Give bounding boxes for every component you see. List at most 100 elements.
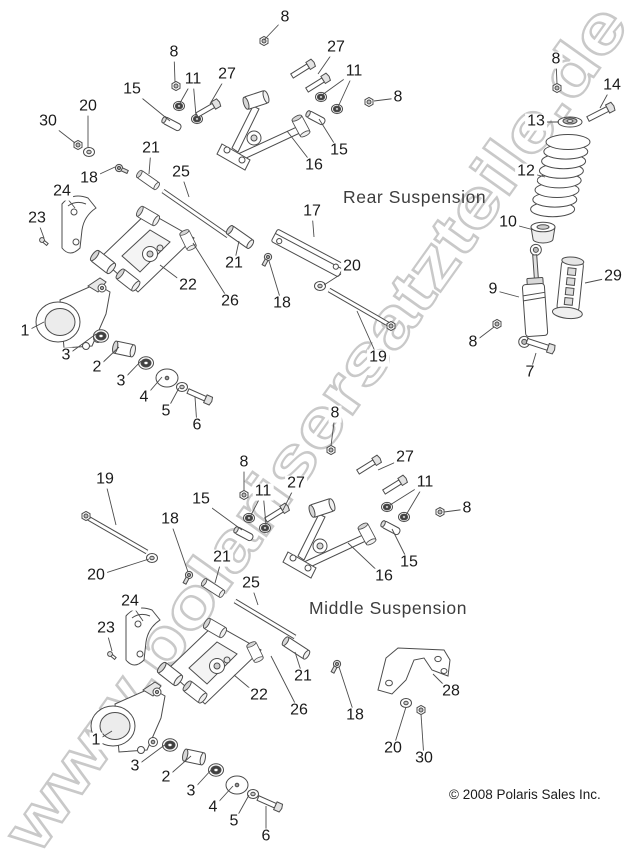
rear-sleeve-15-right	[304, 109, 327, 127]
callout-27-41: 27	[394, 448, 416, 467]
rear-bushing-11-right-a	[315, 91, 327, 103]
callout-26-60: 26	[288, 701, 310, 720]
rear-sleeve-21-b	[224, 223, 256, 251]
callout-18-19: 18	[271, 294, 293, 313]
callout-18-14: 18	[78, 169, 100, 188]
part-drawings	[35, 35, 617, 813]
rear-washer-20-right	[314, 281, 326, 291]
shock-nut-8-bottom	[492, 318, 502, 330]
mid-washer-4	[225, 775, 249, 795]
callout-6-39: 6	[190, 416, 204, 435]
leader-line-18-48	[169, 519, 189, 573]
callout-20-52: 20	[85, 566, 107, 585]
callout-16-53: 16	[373, 567, 395, 586]
leader-line-26-22	[192, 242, 231, 303]
mid-rod-nut	[81, 510, 91, 522]
callout-21-49: 21	[211, 548, 233, 567]
callout-11-8: 11	[343, 62, 365, 81]
mid-bushing-11-right-a	[381, 501, 393, 513]
spring-retainer-13	[557, 116, 583, 128]
callout-22-21: 22	[177, 276, 199, 295]
callout-8-46: 8	[237, 453, 251, 472]
callout-29-27: 29	[602, 267, 624, 286]
rear-screw-18-b	[259, 251, 274, 268]
mid-nut-8-top	[326, 444, 336, 456]
callout-3-34: 3	[59, 346, 73, 365]
rear-pivot-rod-25	[161, 188, 230, 239]
mid-bracket-28	[377, 647, 451, 695]
callout-8-32: 8	[549, 50, 563, 69]
rear-section-label: Rear Suspension	[343, 187, 487, 207]
callout-19-23: 19	[367, 348, 389, 367]
mid-nut-8-right	[435, 506, 445, 518]
rear-bushing-3-a	[93, 329, 109, 343]
callout-27-2: 27	[216, 65, 238, 84]
callout-10-28: 10	[497, 213, 519, 232]
rear-bushing-11-right-b	[331, 103, 343, 115]
callout-24-55: 24	[119, 592, 141, 611]
callout-12-29: 12	[515, 162, 537, 181]
callout-26-22: 26	[219, 292, 241, 311]
mid-washer-5	[247, 789, 259, 799]
coil-spring-12	[530, 134, 591, 218]
mid-bolt-6	[255, 793, 284, 813]
rear-washer-20-left	[83, 147, 95, 157]
callout-7-25: 7	[523, 363, 537, 382]
callout-21-12: 21	[140, 139, 162, 158]
mid-pivot-rod-25	[233, 598, 297, 640]
shock-bolt-7	[525, 336, 557, 355]
callout-2-35: 2	[90, 358, 104, 377]
callout-5-38: 5	[159, 402, 173, 421]
callout-8-9: 8	[391, 88, 405, 107]
callout-4-37: 4	[137, 388, 151, 407]
callout-13-30: 13	[525, 112, 547, 131]
callout-1-33: 1	[18, 322, 32, 341]
spring-retainer-10	[530, 221, 556, 244]
rear-nut-8-top	[259, 35, 269, 47]
callout-20-20: 20	[341, 257, 363, 276]
rear-brace-17	[271, 229, 345, 277]
mid-rod-19	[86, 515, 149, 555]
rear-bolt-27-left	[194, 97, 223, 120]
rear-bushing-11-left-a	[173, 100, 185, 112]
mid-washer-20-bottom	[400, 698, 412, 708]
rear-bolt-6	[185, 386, 214, 406]
callout-8-43: 8	[460, 499, 474, 518]
rear-rod-19	[327, 287, 390, 327]
callout-11-3: 11	[182, 70, 204, 89]
callout-17-17: 17	[301, 202, 323, 221]
callout-15-10: 15	[328, 141, 350, 160]
rear-bushing-3-b	[138, 356, 154, 370]
rear-nut-8-left	[171, 80, 181, 92]
callout-23-56: 23	[95, 619, 117, 638]
callout-2-66: 2	[159, 768, 173, 787]
callout-20-62: 20	[382, 739, 404, 758]
callout-15-47: 15	[190, 490, 212, 509]
middle-section-label: Middle Suspension	[309, 598, 468, 618]
callout-30-63: 30	[413, 749, 435, 768]
callout-16-11: 16	[303, 156, 325, 175]
callout-21-57: 21	[292, 667, 314, 686]
callout-8-40: 8	[328, 404, 342, 423]
callout-22-59: 22	[248, 686, 270, 705]
rear-nut-30	[73, 139, 83, 151]
callout-8-0: 8	[278, 8, 292, 27]
rear-nut-8-right	[364, 96, 374, 108]
callout-1-64: 1	[89, 731, 103, 750]
shock-absorber-9	[518, 243, 549, 348]
shock-nut-8-top	[552, 82, 562, 94]
rear-bolt-27-right-b	[304, 72, 332, 95]
mid-bushing-11-left-b	[259, 522, 271, 534]
callout-19-51: 19	[94, 470, 116, 489]
shock-bushing-29	[551, 256, 585, 320]
callout-11-42: 11	[414, 473, 436, 492]
callout-3-65: 3	[128, 757, 142, 776]
callout-28-61: 28	[440, 682, 462, 701]
callout-23-16: 23	[26, 209, 48, 228]
callout-25-50: 25	[240, 574, 262, 593]
rear-sleeve-15-left	[160, 115, 183, 133]
rear-upper-a-arm-16	[217, 90, 311, 170]
mid-screw-18-b	[328, 658, 343, 675]
